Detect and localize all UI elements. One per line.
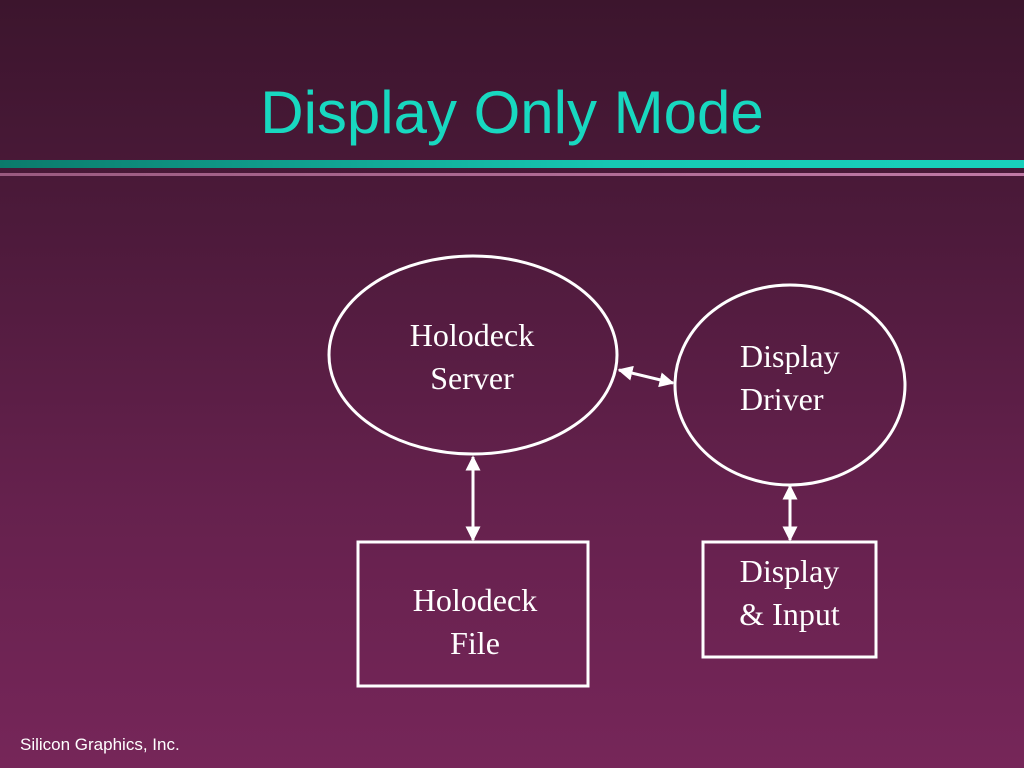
holodeck-server-node — [327, 254, 619, 456]
footer-company: Silicon Graphics, Inc. — [20, 735, 180, 754]
display-input-node — [701, 540, 878, 659]
holodeck-server-label: Holodeck Server — [372, 314, 572, 400]
holodeck-file-node — [356, 540, 590, 688]
label-line: Holodeck — [412, 582, 538, 618]
label-line: Display — [739, 553, 840, 589]
display-input-label: Display & Input — [703, 550, 876, 636]
label-line: & Input — [739, 596, 840, 632]
title-underline-pink — [0, 173, 1024, 176]
label-line: Driver — [740, 381, 824, 417]
title-underline-teal — [0, 160, 1024, 168]
server-driver-arrow — [617, 365, 675, 388]
display-driver-label: Display Driver — [740, 335, 840, 421]
slide-title: Display Only Mode — [260, 79, 764, 146]
label-line: File — [450, 625, 500, 661]
label-line: Server — [430, 360, 514, 396]
holodeck-file-label: Holodeck File — [375, 579, 575, 665]
label-line: Holodeck — [409, 317, 535, 353]
label-line: Display — [740, 338, 840, 374]
